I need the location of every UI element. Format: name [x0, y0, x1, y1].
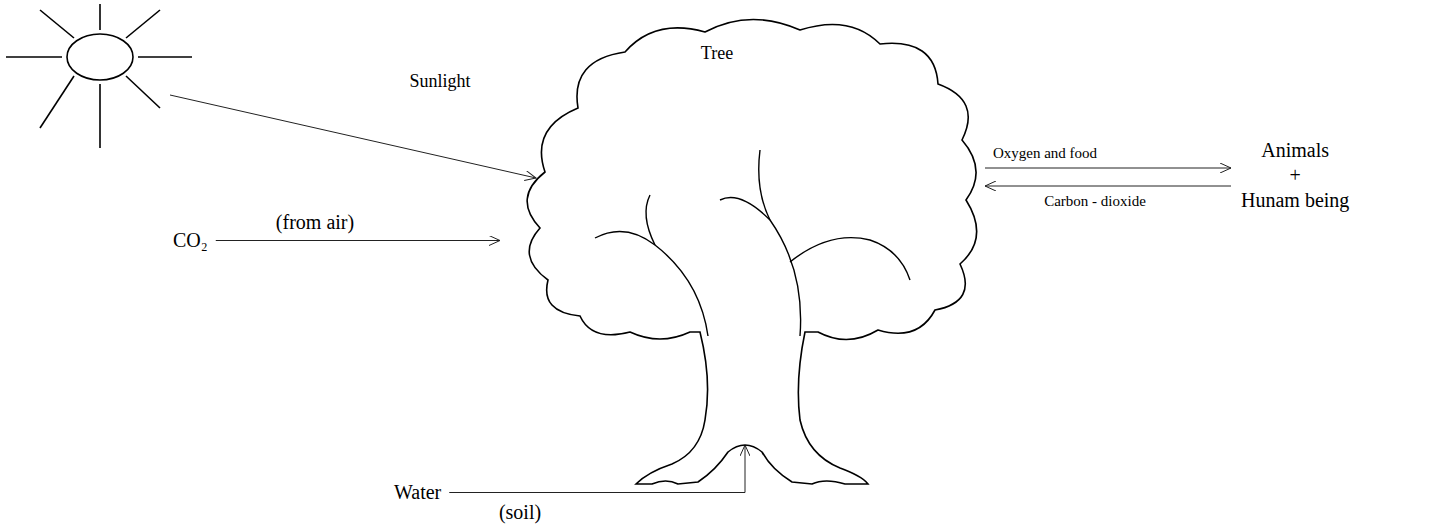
edge-label: Carbon - dioxide — [1044, 192, 1146, 210]
exchange-arrow — [985, 186, 1231, 187]
tree-branch — [759, 150, 801, 336]
node-text: Hunam being — [1241, 188, 1349, 213]
exchange-arrow — [985, 168, 1231, 169]
node-text: Tree — [701, 42, 733, 65]
edge-label: Oxygen and food — [993, 144, 1097, 162]
node-text: Animals — [1241, 138, 1349, 163]
tree-drawing — [500, 15, 985, 445]
input-arrow — [216, 240, 500, 241]
sun-disc — [67, 34, 133, 80]
tree-branch — [720, 198, 770, 221]
edge-label: (soil) — [499, 500, 541, 524]
tree-branch — [646, 195, 655, 245]
sunlight-arrow — [170, 95, 536, 178]
edge-label: (from air) — [276, 210, 354, 234]
node-text: + — [1241, 163, 1349, 188]
arrow-label: Sunlight — [409, 71, 470, 93]
tree-branch — [595, 231, 708, 336]
sun-rays — [6, 4, 192, 148]
node-text: CO₂ — [173, 228, 208, 253]
consumer-label: Animals+Hunam being — [1237, 136, 1353, 215]
input-label: Water — [390, 478, 445, 507]
tree-branch — [790, 238, 910, 280]
tree-outline: Tree — [500, 15, 985, 445]
input-arrow — [449, 445, 745, 493]
tree-canopy-trunk — [527, 19, 977, 484]
node-text: Water — [394, 480, 441, 505]
input-label: CO₂ — [169, 226, 212, 255]
